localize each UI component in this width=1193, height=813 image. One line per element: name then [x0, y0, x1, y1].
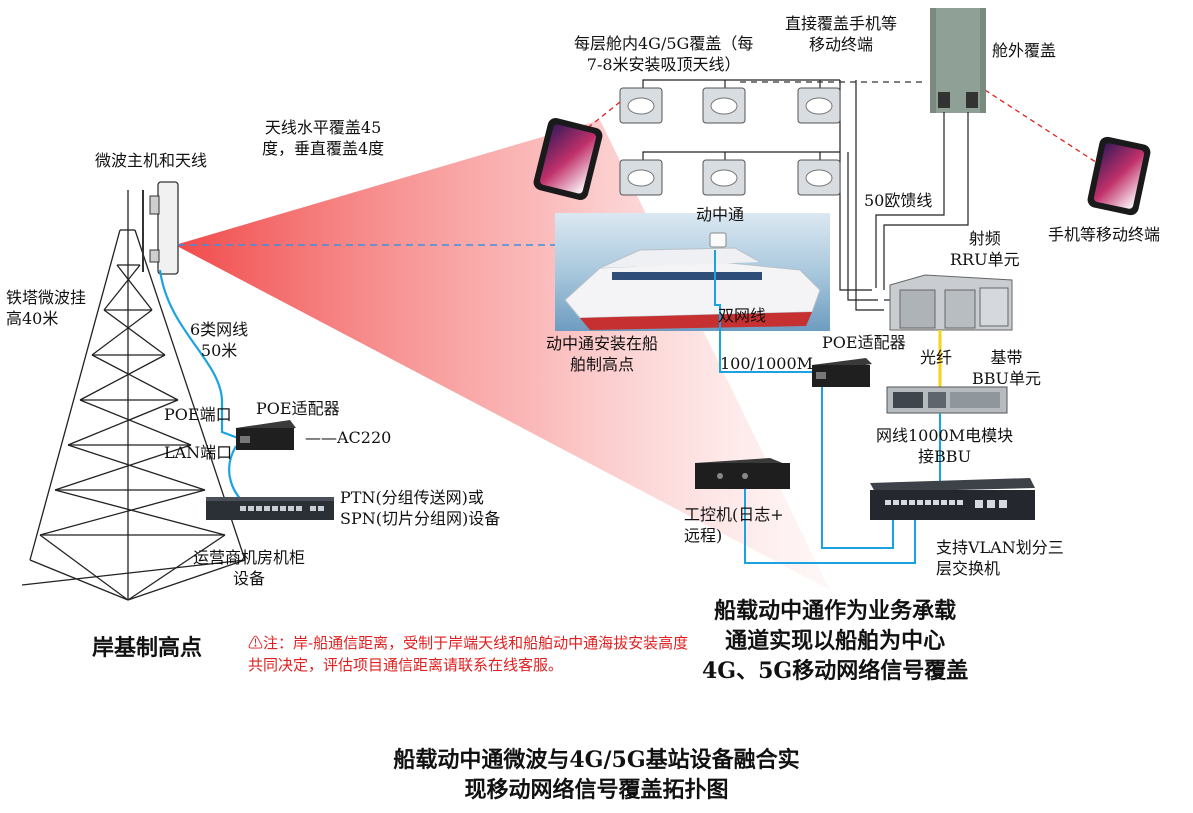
label-poe-adapter-ship: POE适配器 — [822, 333, 906, 352]
ship-poe-adapter-icon — [812, 358, 872, 387]
label-ptn: PTN(分组传送网)或 SPN(切片分组网)设备 — [340, 488, 501, 528]
label-bbu: 基带 BBU单元 — [972, 348, 1042, 388]
label-satcom: 动中通 — [696, 205, 745, 224]
microwave-antenna-icon — [142, 181, 179, 275]
bbu-unit-icon — [886, 386, 1008, 414]
cat6-cable — [158, 269, 239, 440]
label-dual-cable: 双网线 — [718, 306, 767, 325]
label-ac220: ——AC220 — [305, 428, 392, 447]
mobile-phone-icon — [1087, 136, 1151, 216]
l3-switch-icon — [870, 478, 1035, 520]
ship-photo — [555, 213, 830, 331]
mobile-phone-icon — [533, 118, 603, 200]
label-feeder: 50欧馈线 — [864, 191, 933, 210]
label-fiber: 光纤 — [920, 348, 953, 367]
label-cat6: 6类网线 50米 — [190, 320, 249, 360]
feeder-cables — [875, 112, 969, 301]
warning-note: ⚠注：岸-船通信距离，受制于岸端天线和船舶动中通海拔安装高度共同决定，评估项目通… — [248, 634, 689, 674]
wireless-link-dashed — [984, 89, 1106, 169]
microwave-beam — [175, 120, 830, 590]
label-tower: 铁塔微波挂 高40米 — [6, 288, 87, 328]
label-outdoor-coverage: 舱外覆盖 — [992, 41, 1057, 60]
ship-summary: 船载动中通作为业务承载 通道实现以船舶为中心 4G、5G移动网络信号覆盖 — [702, 598, 969, 684]
label-module: 网线1000M电模块 接BBU — [876, 426, 1014, 466]
label-shore-point: 岸基制高点 — [92, 635, 203, 661]
label-poe-port: POE端口 — [164, 405, 232, 424]
diagram-title: 船载动中通微波与4G/5G基站设备融合实 现移动网络信号覆盖拓扑图 — [393, 747, 800, 803]
lattice-tower-icon — [21, 190, 246, 601]
label-switch: 支持VLAN划分三 层交换机 — [936, 538, 1064, 578]
label-cabinet: 运营商机房机柜 设备 — [193, 548, 306, 588]
label-mobile-terminal: 手机等移动终端 — [1048, 225, 1161, 244]
label-speed: 100/1000M — [720, 354, 814, 373]
ceiling-antenna-grid — [642, 79, 884, 311]
label-microwave-host: 微波主机和天线 — [95, 151, 208, 170]
label-poe-adapter-shore: POE适配器 — [256, 399, 340, 418]
label-lan-port: LAN端口 — [164, 443, 233, 462]
shore-poe-adapter-icon — [236, 420, 296, 450]
label-antenna-coverage: 天线水平覆盖45 度，垂直覆盖4度 — [262, 118, 385, 158]
rru-unit-icon — [889, 274, 1013, 331]
label-direct-coverage: 直接覆盖手机等 移动终端 — [785, 14, 898, 54]
label-ipc: 工控机(日志+ 远程) — [684, 505, 784, 545]
ship-network-cables — [714, 250, 916, 564]
industrial-pc-icon — [695, 458, 790, 489]
outdoor-antenna-icon — [930, 8, 986, 113]
label-rru: 射频 RRU单元 — [950, 229, 1020, 269]
ptn-device-icon — [206, 497, 334, 520]
label-cabin-coverage: 每层舱内4G/5G覆盖（每 7-8米安装吸顶天线） — [574, 34, 754, 74]
label-satcom-install: 动中通安装在船 舶制高点 — [546, 334, 659, 374]
